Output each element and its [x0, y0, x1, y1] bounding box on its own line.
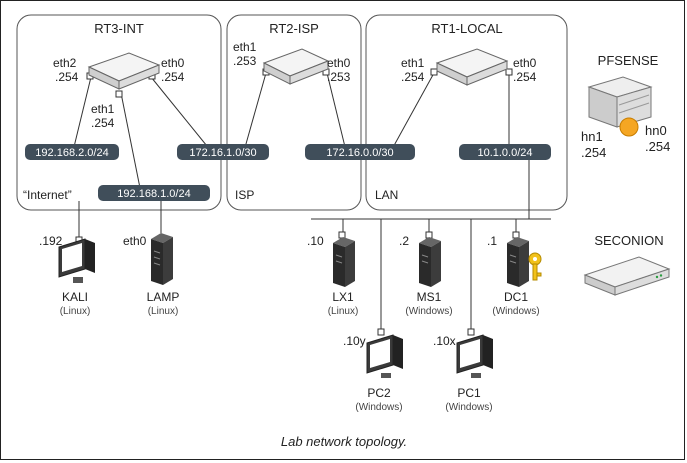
pfsense-hn0-name: hn0: [645, 123, 667, 138]
rt3-eth0-addr: .254: [161, 70, 185, 84]
pfsense-name: PFSENSE: [598, 53, 659, 68]
zone-rt2-isp: [226, 14, 362, 211]
ms1-os: (Windows): [405, 306, 452, 317]
rt1-eth0-addr: .254: [513, 70, 537, 84]
dc1-addr: .1: [487, 234, 497, 248]
net-bar-192-168-1: 192.168.1.0/24: [98, 185, 210, 201]
ms1-addr: .2: [399, 234, 409, 248]
pc2-workstation-icon: [366, 334, 403, 378]
ms1-server-icon: [419, 237, 441, 287]
kali-os: (Linux): [60, 306, 91, 317]
rt3-eth2-addr: .254: [55, 70, 79, 84]
net-bar-172-16-1: 172.16.1.0/30: [177, 144, 269, 160]
pfsense-hn1-name: hn1: [581, 129, 603, 144]
rt3-eth1-addr: .254: [91, 116, 115, 130]
kali-addr: .192: [39, 234, 63, 248]
zone-label-lan: LAN: [375, 188, 398, 202]
net-bar-172-16-0: 172.16.0.0/30: [305, 144, 415, 160]
zone-label-isp: ISP: [235, 188, 254, 202]
zone-title-rt3: RT3-INT: [94, 21, 144, 36]
rt1-eth0-name: eth0: [513, 56, 537, 70]
lamp-name: LAMP: [147, 290, 180, 304]
pfsense-icon: [587, 76, 653, 137]
lx1-server-icon: [333, 237, 355, 287]
lx1-os: (Linux): [328, 306, 359, 317]
pc1-workstation-icon: [456, 334, 493, 378]
rt2-eth1-name: eth1: [233, 40, 257, 54]
rt3-eth2-name: eth2: [53, 56, 77, 70]
svg-text:192.168.1.0/24: 192.168.1.0/24: [117, 188, 190, 200]
net-bar-192-168-2: 192.168.2.0/24: [25, 144, 119, 160]
rt3-eth0-name: eth0: [161, 56, 185, 70]
svg-text:192.168.2.0/24: 192.168.2.0/24: [35, 147, 108, 159]
dc1-name: DC1: [504, 290, 528, 304]
router-rt2-icon: [262, 48, 330, 85]
pc1-os: (Windows): [445, 402, 492, 413]
svg-text:172.16.1.0/30: 172.16.1.0/30: [189, 147, 256, 159]
ms1-name: MS1: [417, 290, 442, 304]
pc1-addr: .10x: [433, 334, 456, 348]
kali-name: KALI: [62, 290, 88, 304]
lamp-os: (Linux): [148, 306, 179, 317]
pc2-addr: .10y: [343, 334, 366, 348]
rt1-eth1-name: eth1: [401, 56, 425, 70]
zone-title-rt2: RT2-ISP: [269, 21, 319, 36]
port-markers: [75, 68, 520, 336]
lx1-addr: .10: [307, 234, 324, 248]
svg-text:10.1.0.0/24: 10.1.0.0/24: [477, 147, 532, 159]
pfsense-hn1-addr: .254: [581, 145, 606, 160]
diagram-caption: Lab network topology.: [281, 434, 407, 449]
pc1-name: PC1: [457, 386, 481, 400]
rt2-eth0-addr: .253: [327, 70, 351, 84]
zone-label-internet: “Internet”: [23, 188, 72, 202]
zone-rt1-local: [365, 14, 568, 211]
router-rt1-icon: [435, 48, 509, 86]
pc2-name: PC2: [367, 386, 391, 400]
lamp-addr: eth0: [123, 234, 147, 248]
svg-text:172.16.0.0/30: 172.16.0.0/30: [326, 147, 393, 159]
key-icon: [528, 252, 542, 281]
router-rt3-icon: [87, 52, 161, 90]
rt2-eth0-name: eth0: [327, 56, 351, 70]
zone-rt3-int: [16, 14, 222, 211]
rt2-eth1-addr: .253: [233, 54, 257, 68]
seconion-name: SECONION: [594, 233, 663, 248]
kali-workstation-icon: [58, 238, 95, 283]
connection-lines: [72, 72, 551, 331]
seconion-icon: [583, 256, 671, 296]
dc1-server-icon: [507, 237, 529, 287]
pc2-os: (Windows): [355, 402, 402, 413]
rt1-eth1-addr: .254: [401, 70, 425, 84]
rt3-eth1-name: eth1: [91, 102, 115, 116]
pfsense-hn0-addr: .254: [645, 139, 670, 154]
zone-title-rt1: RT1-LOCAL: [431, 21, 502, 36]
lx1-name: LX1: [332, 290, 354, 304]
net-bar-10-1-0: 10.1.0.0/24: [459, 144, 551, 160]
dc1-os: (Windows): [492, 306, 539, 317]
lamp-server-icon: [151, 233, 173, 285]
